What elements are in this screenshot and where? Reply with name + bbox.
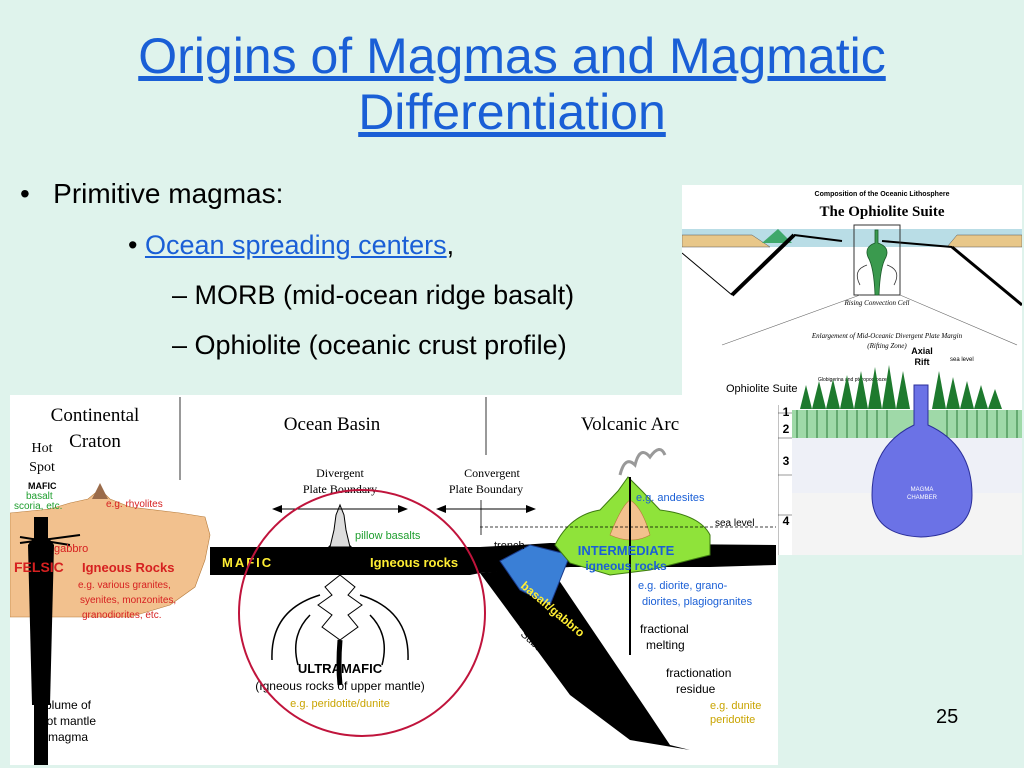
fractionation-label-2: residue <box>676 682 716 696</box>
mafic-small-label: MAFIC <box>28 481 57 491</box>
left-subduction-slab <box>730 233 796 297</box>
rising-cell-label: Rising Convection Cell <box>844 299 910 307</box>
peridotite-label: e.g. peridotite/dunite <box>290 698 390 710</box>
felsic-label: FELSIC <box>14 559 64 575</box>
ultramafic-label: ULTRAMAFIC <box>298 661 383 676</box>
ophiolite-sea-level: sea level <box>950 357 974 363</box>
layer-3-label: 3 <box>783 454 790 468</box>
ophiolite-header-small: Composition of the Oceanic Lithosphere <box>815 191 950 198</box>
magma-label-1: MAGMA <box>911 487 934 493</box>
granites-line-2: syenites, monzonites, <box>80 595 176 606</box>
rift-label: Rift <box>915 357 930 367</box>
subducting-slab <box>480 567 690 750</box>
right-sediment <box>946 234 1022 248</box>
dunite-label-2: peridotite <box>710 714 755 726</box>
plume-label-3: magma <box>48 730 88 744</box>
granites-line-1: e.g. various granites, <box>78 580 171 591</box>
intermediate-label: INTERMEDIATE <box>578 543 675 558</box>
fractionation-label-1: fractionation <box>666 666 731 680</box>
layer-1-label: 1 <box>783 405 790 419</box>
ocean-spreading-centers-link[interactable]: Ocean spreading centers <box>144 230 447 260</box>
upper-mantle-label: (Igneous rocks of upper mantle) <box>255 679 424 693</box>
enlargement-label: Enlargement of Mid-Oceanic Divergent Pla… <box>811 332 963 340</box>
rhyolites-label: e.g. rhyolites <box>106 499 163 510</box>
mafic-band-label: MAFIC <box>222 555 273 570</box>
divergent-label-2: Plate Boundary <box>303 482 377 496</box>
layer-4-label: 4 <box>783 514 790 528</box>
bullet-4-text: Ophiolite (oceanic crust profile) <box>194 330 567 360</box>
pillow-basalts-label: pillow basalts <box>355 530 421 542</box>
small-volcano <box>762 229 792 243</box>
trench-label: trench <box>494 540 525 552</box>
ocean-basin-header: Ocean Basin <box>284 414 381 435</box>
spot-label: Spot <box>29 460 55 475</box>
layer-2-label: 2 <box>783 422 790 436</box>
diorite-label-1: e.g. diorite, grano- <box>638 580 728 592</box>
rifting-zone-label: (Rifting Zone) <box>867 342 907 350</box>
magma-label-2: CHAMBER <box>907 495 938 501</box>
gabbro-label: gabbro <box>54 543 88 555</box>
continental-header: Continental <box>51 405 140 426</box>
slide-title: Origins of Magmas and Magmatic Different… <box>0 28 1024 140</box>
divergent-highlight-circle <box>238 489 486 737</box>
rising-magma-plume <box>866 229 888 296</box>
bullet-3-text: MORB (mid-ocean ridge basalt) <box>194 280 575 310</box>
bullet-primitive-magmas: • Primitive magmas: <box>20 178 284 209</box>
arc-sea-level-label: sea level <box>715 518 754 529</box>
igneous-rocks-label: Igneous Rocks <box>82 560 174 575</box>
fractional-label-1: fractional <box>640 622 689 636</box>
volcanic-arc-header: Volcanic Arc <box>581 414 679 435</box>
divergent-label-1: Divergent <box>316 466 364 480</box>
diorite-label-2: diorites, plagiogranites <box>642 596 753 608</box>
scoria-label: scoria, etc. <box>14 501 62 512</box>
title-line-1: Origins of Magmas and Magmatic <box>138 28 886 84</box>
fractional-label-2: melting <box>646 638 685 652</box>
hot-label: Hot <box>32 441 53 456</box>
bullet-ocean-spreading: • Ocean spreading centers, <box>128 230 455 260</box>
trench-wedge <box>499 544 571 606</box>
granites-line-3: granodiorites, etc. <box>82 610 162 621</box>
dunite-label-1: e.g. dunite <box>710 700 761 712</box>
ophiolite-header-big: The Ophiolite Suite <box>819 204 944 220</box>
title-line-2: Differentiation <box>358 84 666 140</box>
sediment-ooze-label: Globigerina and pteropod oozes <box>818 377 890 383</box>
magma-chamber <box>871 384 973 538</box>
axial-label: Axial <box>911 346 933 356</box>
igneous-rocks-lower-label: igneous rocks <box>585 559 667 573</box>
bullet-ophiolite: – Ophiolite (oceanic crust profile) <box>172 330 567 360</box>
left-sediment <box>682 234 771 248</box>
page-number: 25 <box>936 706 959 728</box>
basalt-label: basalt <box>26 491 53 502</box>
bullet-1-text: Primitive magmas: <box>53 178 284 209</box>
andesites-label: e.g. andesites <box>636 492 705 504</box>
continental-crust <box>10 488 211 618</box>
bullet-morb: – MORB (mid-ocean ridge basalt) <box>172 280 575 310</box>
craton-header: Craton <box>69 431 121 452</box>
igneous-rocks-band-label: Igneous rocks <box>370 555 458 570</box>
trees <box>800 365 1002 409</box>
plume-label-1: plume of <box>45 698 92 712</box>
ophiolite-suite-label: Ophiolite Suite <box>726 383 798 395</box>
plume-label-2: hot mantle <box>40 714 96 728</box>
bullet-2-suffix: , <box>446 230 455 260</box>
tectonic-cross-section: Continental Craton Ocean Basin Volcanic … <box>10 395 778 765</box>
convergent-label-2: Plate Boundary <box>449 482 523 496</box>
convergent-label-1: Convergent <box>464 466 520 480</box>
